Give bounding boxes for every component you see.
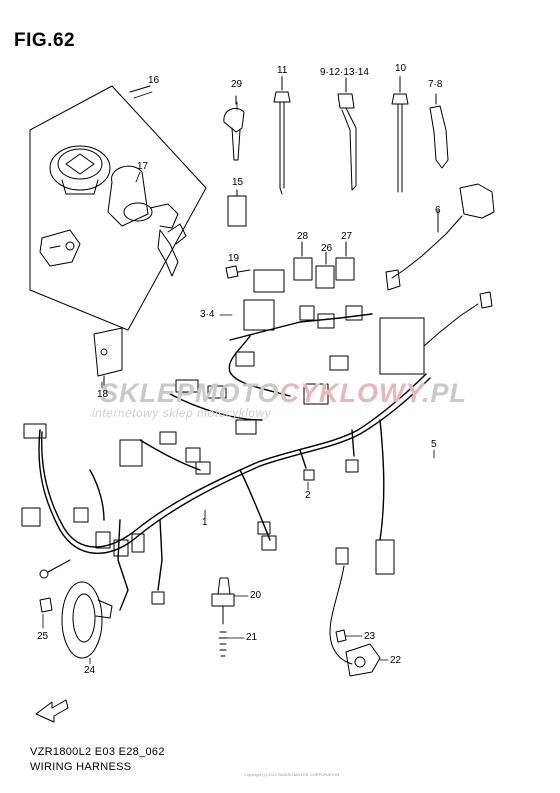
callout-11: 11: [277, 65, 288, 76]
callout-1: 1: [202, 517, 208, 528]
harness-clamp-9-14: [338, 78, 356, 190]
callout-23: 23: [364, 631, 376, 642]
callout-18: 18: [97, 389, 109, 400]
callout-27: 27: [341, 231, 353, 242]
copyright-note: Copyright (c) 2012 SUZUKI MOTOR CORPORAT…: [244, 772, 340, 777]
callout-9-12-13-14: 9·12·13·14: [320, 67, 369, 78]
watermark-brand: SKLEPMOTOCYKLOWY.PL: [100, 378, 467, 409]
watermark-brand-main: SKLEPMOTO: [100, 378, 280, 408]
ignition-switch-kit: [30, 86, 206, 330]
front-direction-arrow-icon: [36, 700, 68, 722]
callout-5: 5: [431, 439, 437, 450]
callout-10: 10: [395, 63, 407, 74]
callout-3-4: 3·4: [200, 309, 215, 320]
callout-leaders: [43, 76, 434, 664]
watermark-tagline: internetowy sklep motocyklowy: [92, 406, 272, 420]
sub-harness-6: [386, 184, 494, 346]
footer-model-code: VZR1800L2 E03 E28_062: [30, 746, 165, 758]
callout-2: 2: [305, 490, 311, 501]
tie-band-10: [392, 78, 408, 192]
callout-29: 29: [231, 79, 243, 90]
clip-7-8: [430, 94, 448, 168]
callout-7-8: 7·8: [428, 79, 443, 90]
neutral-switch-20: [212, 578, 234, 656]
callout-22: 22: [390, 655, 402, 666]
figure-title: FIG.62: [14, 30, 76, 51]
horn-24: [40, 582, 112, 658]
harness-connectors: [22, 270, 424, 604]
footer-diagram-name: WIRING HARNESS: [30, 761, 132, 773]
bolt-19: [226, 266, 250, 278]
callout-15: 15: [232, 177, 244, 188]
callout-24: 24: [84, 665, 96, 676]
bracket-18: [94, 328, 122, 388]
callout-25: 25: [37, 631, 49, 642]
watermark-brand-accent: CYKLOWY: [279, 378, 423, 408]
key-blank: [224, 96, 244, 160]
clamp-bolt-11: [274, 78, 290, 194]
relay-group: [294, 242, 354, 288]
callout-16: 16: [148, 75, 160, 86]
callout-28: 28: [297, 231, 309, 242]
sensor-22: [330, 566, 380, 676]
callout-6: 6: [435, 205, 441, 216]
callout-26: 26: [321, 243, 333, 254]
callout-20: 20: [250, 590, 262, 601]
label-sticker-15: [228, 190, 246, 226]
main-wiring-harness: [39, 314, 430, 610]
watermark-brand-suffix: .PL: [422, 378, 468, 408]
callout-21: 21: [246, 632, 258, 643]
callout-19: 19: [228, 253, 240, 264]
callout-17: 17: [137, 161, 149, 172]
